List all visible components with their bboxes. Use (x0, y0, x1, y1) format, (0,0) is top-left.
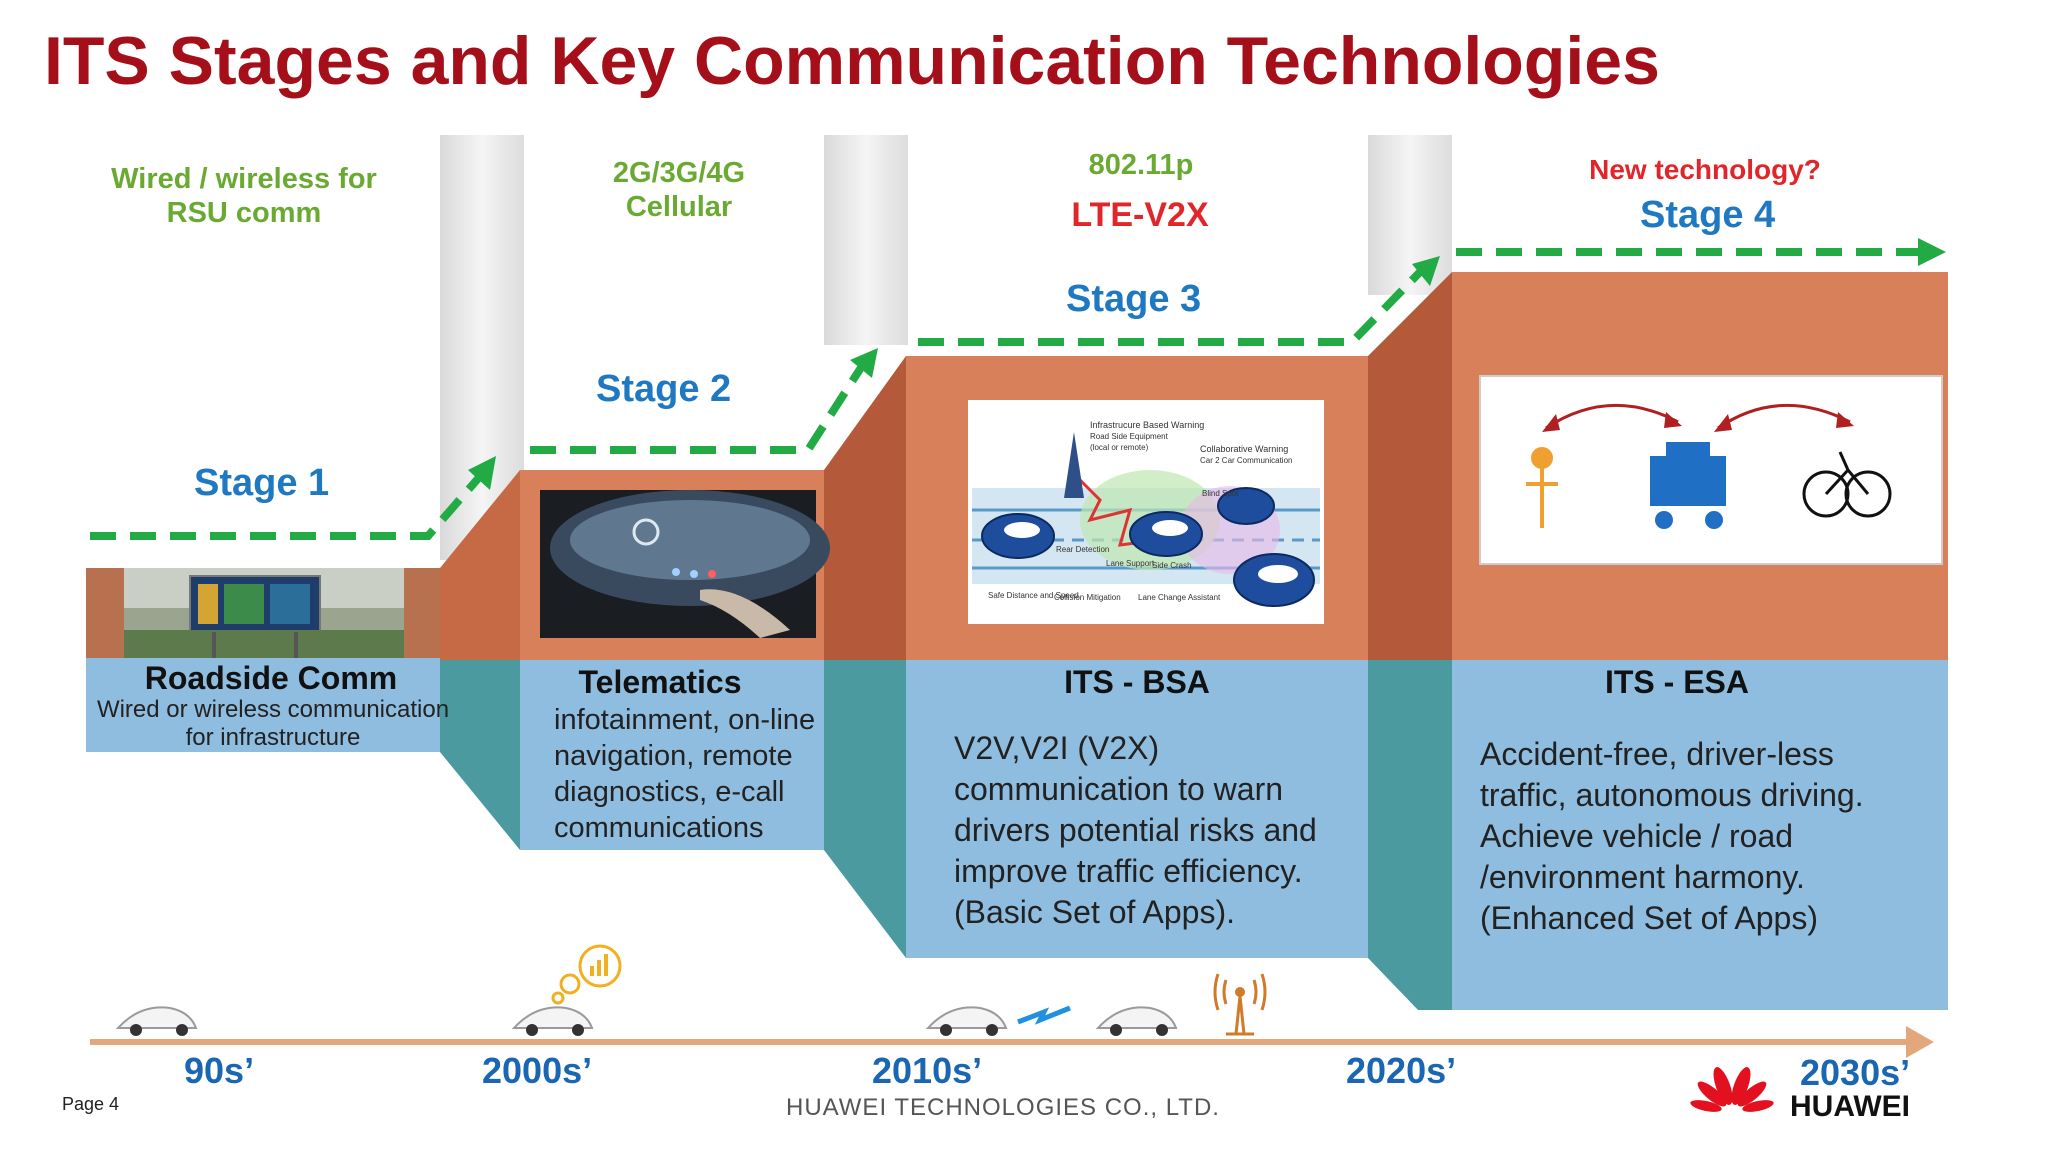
stage-connector (440, 470, 520, 660)
stage2-label: Stage 2 (596, 368, 732, 410)
signal-bubble-icon (551, 944, 622, 1005)
transition-pillar (824, 135, 908, 345)
stage3-box-text: V2V,V2I (V2X) communication to warn driv… (954, 730, 1317, 930)
stage2-box-text: infotainment, on-line navigation, remote… (554, 704, 816, 844)
page-number: Page 4 (62, 1094, 120, 1114)
huawei-logo (1690, 1067, 1774, 1112)
diagram-label: Lane Change Assistant (1138, 593, 1221, 602)
car-icon (511, 1006, 594, 1029)
stage3-lower-block (906, 660, 1368, 958)
diagram-label: Car 2 Car Communication (1200, 456, 1292, 465)
diagram-label: Side Crash (1152, 561, 1192, 570)
stage2-tech-label: 2G/3G/4G Cellular (612, 157, 746, 223)
diagram-label: Collaborative Warning (1200, 444, 1288, 454)
diagram-label: Collision Mitigation (1054, 593, 1121, 602)
stage-connector (440, 660, 520, 850)
timeline-label: 2010s’ (872, 1050, 983, 1091)
diagram-label: (local or remote) (1090, 443, 1149, 452)
transition-pillar (1368, 135, 1452, 295)
stage-connector (824, 660, 906, 958)
car-icon (1095, 1006, 1178, 1029)
diagram-label: Blind Spot (1202, 489, 1239, 498)
pedestrian-icon (1526, 447, 1558, 528)
wireless-signal-icon (1017, 1005, 1071, 1025)
stage-connector (824, 356, 906, 660)
stage1-label: Stage 1 (194, 462, 330, 504)
diagram-label: Rear Detection (1056, 545, 1109, 554)
vehicle-icon (1650, 442, 1726, 529)
stage1-box-text: Wired or wireless communication for infr… (96, 696, 450, 751)
stage4-box-text: Accident-free, driver-less traffic, auto… (1480, 736, 1864, 936)
stage1-tech-label: Wired / wireless for RSU comm (111, 163, 377, 229)
diagram-label: Infrastrucure Based Warning (1090, 420, 1204, 430)
stage4-lower-block (1452, 660, 1948, 1010)
ped-vehicle-bike-diagram (1479, 375, 1943, 565)
stage3-tech-alt-label: LTE-V2X (1071, 196, 1209, 234)
diagram-label: Lane Support (1106, 559, 1155, 568)
stage4-label: Stage 4 (1640, 194, 1776, 236)
stage-connector (1368, 660, 1452, 1010)
footer-company: HUAWEI TECHNOLOGIES CO., LTD. (786, 1094, 1220, 1121)
timeline-label: 2020s’ (1346, 1050, 1457, 1091)
stage2-box-title: Telematics (578, 664, 742, 700)
car-icon (925, 1006, 1008, 1029)
stage3-tech-label: 802.11p (1088, 149, 1194, 181)
stage-connector (1368, 272, 1452, 660)
diagram-label: Safe Distance and Speed (988, 591, 1079, 600)
roadside-sign-photo (124, 568, 404, 658)
stage-progress-arrow (90, 248, 1918, 540)
stage1-lower-block (86, 658, 440, 752)
page-title: ITS Stages and Key Communication Technol… (44, 23, 1660, 99)
stage2-lower-block (520, 660, 824, 850)
huawei-brand-text: HUAWEI (1790, 1090, 1910, 1123)
stage3-label: Stage 3 (1066, 278, 1202, 320)
stage4-tech-label: New technology? (1589, 154, 1821, 185)
antenna-tower-icon (1213, 973, 1267, 1036)
stage1-box-title: Roadside Comm (144, 660, 398, 696)
v2x-applications-diagram: Infrastrucure Based Warning Road Side Eq… (968, 400, 1324, 624)
stage3-box-title: ITS - BSA (1064, 664, 1210, 700)
stage4-box-title: ITS - ESA (1604, 664, 1749, 700)
bicycle-icon (1802, 451, 1892, 518)
timeline-label: 90s’ (184, 1050, 255, 1091)
timeline-label: 2030s’ (1800, 1052, 1911, 1093)
car-icon (115, 1006, 198, 1029)
timeline-label: 2000s’ (482, 1050, 593, 1091)
diagram-label: Road Side Equipment (1090, 432, 1169, 441)
telematics-mirror-photo (540, 490, 830, 638)
